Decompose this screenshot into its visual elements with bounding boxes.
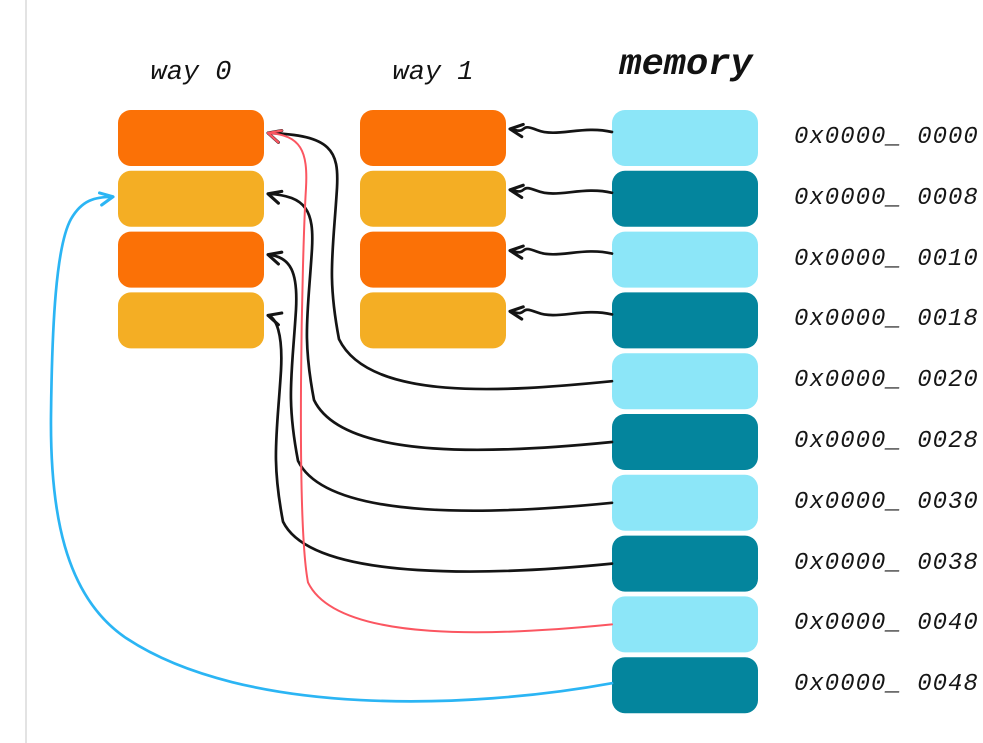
memory-address-label-7: 0x0000_ 0038 [794, 549, 979, 577]
page-edge-line [25, 0, 27, 743]
memory-title: memory [619, 44, 753, 86]
arrow-mem0-way1-block0-head [508, 122, 525, 139]
memory-address-label-3: 0x0000_ 0018 [794, 306, 979, 334]
memory-block-4 [612, 353, 758, 410]
arrow-mem7-way0-block3-head [266, 311, 284, 327]
memory-block-8 [612, 596, 758, 653]
way1-block-0 [360, 110, 506, 166]
arrow-mem8-way0-block0 [267, 132, 613, 634]
way1-block-3 [360, 292, 506, 349]
arrow-mem6-way0-block2 [266, 253, 614, 513]
arrow-mem9-way0-block1-head [97, 191, 115, 207]
memory-block-5 [612, 414, 758, 470]
arrow-mem2-way1-block2 [509, 247, 614, 256]
way1-title: way 1 [392, 58, 474, 88]
way0-block-2 [118, 231, 264, 288]
memory-address-label-0: 0x0000_ 0000 [794, 124, 979, 151]
arrow-mem0-way1-block0 [509, 125, 614, 135]
arrow-mem6-way0-block2-head [266, 250, 284, 266]
memory-address-label-5: 0x0000_ 0028 [794, 428, 979, 455]
memory-address-label-8: 0x0000_ 0040 [794, 610, 979, 638]
arrow-mem9-way0-block1 [49, 195, 614, 703]
arrow-mem3-way1-block3-head [508, 305, 525, 321]
memory-block-2 [612, 231, 758, 288]
memory-block-9 [612, 657, 758, 714]
arrow-mem5-way0-block1 [266, 192, 614, 452]
memory-block-7 [612, 535, 758, 592]
arrow-mem5-way0-block1-head [266, 189, 284, 205]
arrow-mem7-way0-block3 [266, 314, 614, 573]
way0-block-1 [118, 170, 264, 227]
way0-block-0 [118, 110, 264, 166]
memory-address-label-6: 0x0000_ 0030 [794, 488, 979, 516]
arrow-mem1-way1-block1-head [508, 183, 525, 199]
memory-block-6 [612, 474, 758, 531]
memory-address-label-2: 0x0000_ 0010 [794, 245, 979, 273]
way0-title: way 0 [150, 58, 232, 88]
way1-block-1 [360, 170, 506, 227]
arrow-mem8-way0-block0-head [266, 129, 283, 144]
memory-address-label-4: 0x0000_ 0020 [794, 367, 979, 395]
memory-block-0 [612, 110, 758, 166]
way1-block-2 [360, 231, 506, 288]
memory-address-label-9: 0x0000_ 0048 [794, 671, 979, 699]
arrow-mem2-way1-block2-head [508, 244, 525, 260]
arrow-mem4-way0-block0 [266, 131, 614, 391]
memory-block-1 [612, 170, 758, 227]
arrow-mem1-way1-block1 [509, 186, 614, 195]
memory-block-3 [612, 292, 758, 349]
memory-address-label-1: 0x0000_ 0008 [794, 184, 979, 212]
way0-block-3 [118, 292, 264, 349]
arrow-mem3-way1-block3 [509, 308, 614, 317]
